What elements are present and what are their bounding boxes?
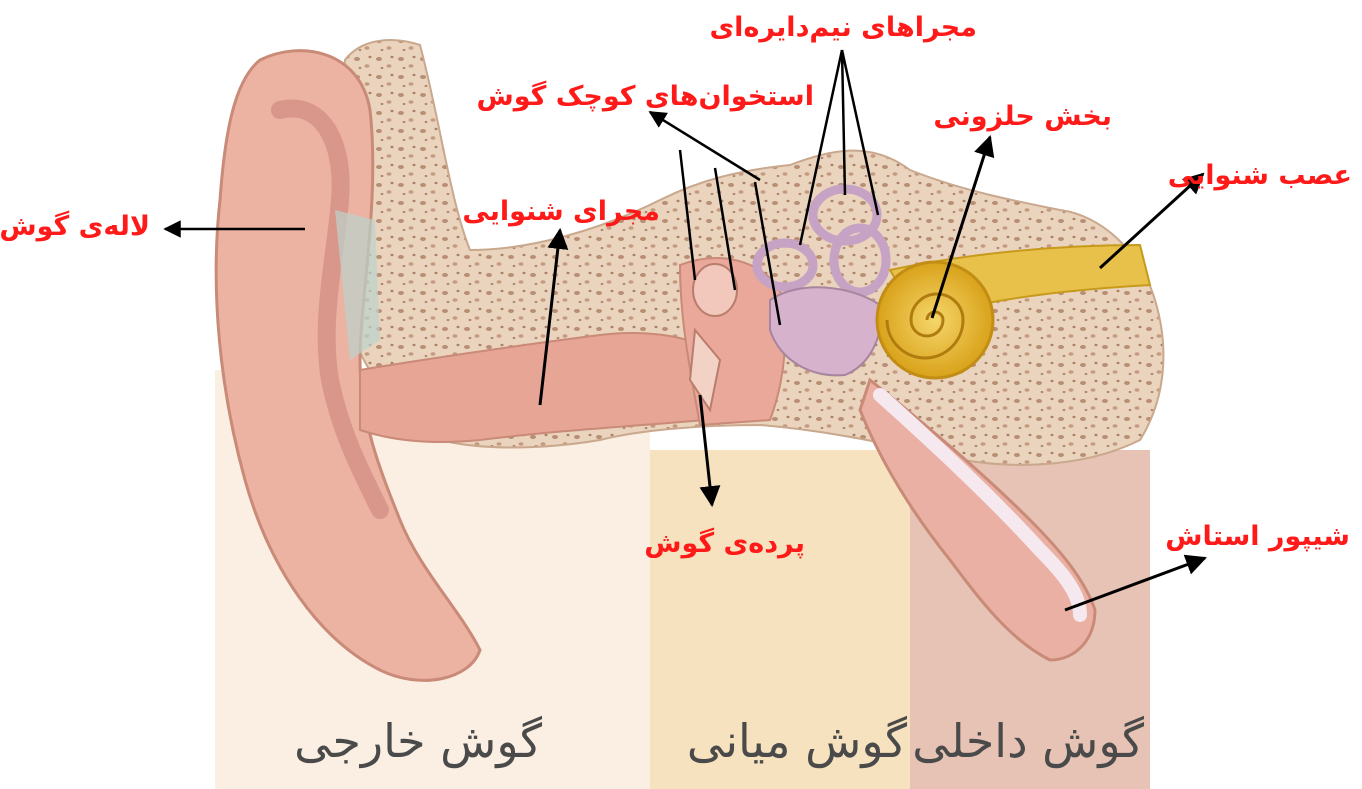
label-eustachian-tube: شیپور استاش bbox=[1165, 523, 1350, 550]
label-ear-canal: مجرای شنوایی bbox=[462, 198, 660, 225]
section-outer-ear: گوش خارجی bbox=[294, 718, 542, 764]
cochlea-spiral bbox=[877, 262, 993, 378]
ossicle-bone bbox=[693, 264, 737, 316]
label-semicircular-canals: مجراهای نیم‌دایره‌ای bbox=[709, 14, 977, 41]
label-eardrum: پرده‌ی گوش bbox=[644, 530, 805, 557]
label-ossicles: استخوان‌های کوچک گوش bbox=[476, 83, 814, 110]
label-pinna: لاله‌ی گوش bbox=[0, 213, 150, 240]
label-auditory-nerve: عصب شنوایی bbox=[1168, 162, 1352, 189]
section-inner-ear: گوش داخلی bbox=[912, 718, 1144, 764]
section-middle-ear: گوش میانی bbox=[687, 718, 907, 764]
label-cochlea: بخش حلزونی bbox=[933, 103, 1112, 130]
